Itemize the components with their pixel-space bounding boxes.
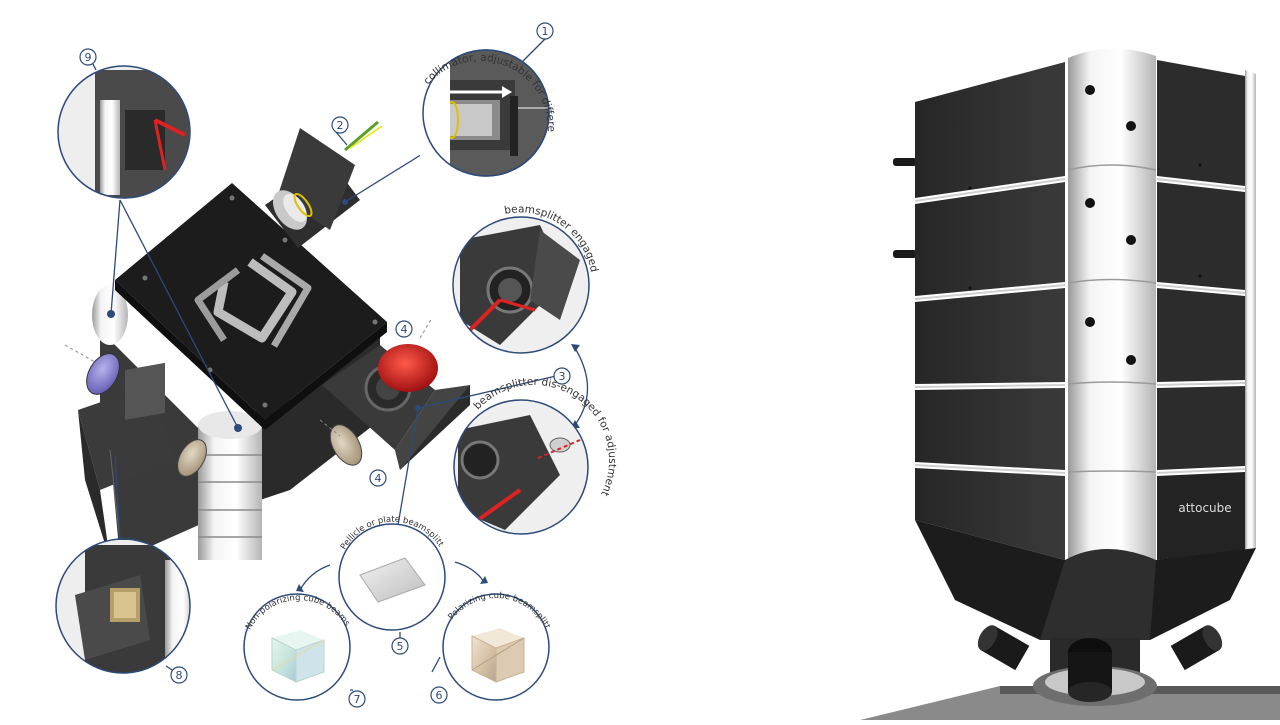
- leader-lines: [92, 38, 557, 691]
- tower-panel-right-3: [1157, 288, 1245, 382]
- side-fitting-lower: [893, 250, 917, 258]
- tower-panel-left-2: [915, 182, 1065, 296]
- callout-2: 2: [331, 116, 349, 134]
- callout-4-bottom: 4: [369, 469, 387, 487]
- tower-panel-left-4: [915, 388, 1065, 470]
- svg-text:7: 7: [354, 693, 361, 706]
- svg-text:2: 2: [337, 119, 344, 132]
- pol-cube: [471, 628, 525, 683]
- logo-chevrons: [194, 253, 312, 348]
- tower-panel-right-5: [1157, 472, 1245, 560]
- inset-8: [55, 538, 191, 674]
- switch-arrows: [299, 347, 589, 591]
- exploded-diagram: collimator, adjustable for different wav…: [0, 0, 618, 708]
- svg-text:5: 5: [397, 640, 404, 653]
- callout-7: 7: [348, 690, 366, 708]
- left-drawer: [78, 362, 175, 560]
- callout-8: 8: [170, 666, 188, 684]
- tower-panel-right-1: [1157, 60, 1245, 186]
- silver-stack-front: [198, 411, 262, 560]
- brand-label: attocube: [1178, 501, 1231, 515]
- filter-red: [378, 344, 438, 392]
- fiber: [344, 120, 379, 152]
- main-housing: [64, 183, 387, 560]
- callout-badges: 1 2 3 4 4 5 6: [79, 22, 571, 708]
- svg-text:3: 3: [559, 370, 566, 383]
- filter-tan-right: [329, 424, 363, 466]
- tower-panel-left-5: [915, 468, 1065, 560]
- top-plate: [115, 183, 387, 420]
- attocube-tower: attocube: [860, 48, 1280, 720]
- callout-5: 5: [391, 637, 409, 655]
- nonpol-cube: [271, 630, 325, 683]
- callout-6: 6: [430, 686, 448, 704]
- beamsplitter-module: [322, 317, 470, 470]
- inset-disengaged: beamsplitter dis-engaged for adjustment: [453, 376, 618, 535]
- collimator-arm: [265, 120, 383, 248]
- tower-silver-column: [1068, 48, 1156, 561]
- side-fitting-upper: [893, 158, 917, 166]
- tower-panel-right-4: [1157, 386, 1245, 470]
- svg-text:4: 4: [375, 472, 382, 485]
- tower-hopper-front: [1040, 549, 1156, 640]
- svg-text:6: 6: [436, 689, 443, 702]
- callout-9: 9: [79, 48, 97, 66]
- tower-edge-strip: [1245, 70, 1256, 552]
- svg-text:9: 9: [85, 51, 92, 64]
- svg-text:1: 1: [542, 25, 549, 38]
- plate-beamsplitter: [359, 557, 426, 603]
- svg-text:8: 8: [176, 669, 183, 682]
- inset-9: [57, 65, 191, 199]
- svg-text:4: 4: [401, 323, 408, 336]
- callout-3: 3: [553, 367, 571, 385]
- filter-tan-left: [177, 439, 207, 477]
- filter-purple: [86, 353, 120, 395]
- bottom-ports: [977, 625, 1223, 706]
- tower-panel-left-1: [915, 62, 1065, 198]
- callout-4-top: 4: [395, 320, 413, 338]
- callout-1: 1: [536, 22, 554, 40]
- tower-panel-right-2: [1157, 182, 1245, 290]
- inset-engaged: beamsplitter engaged: [452, 203, 600, 354]
- tower-panel-left-3: [915, 288, 1065, 384]
